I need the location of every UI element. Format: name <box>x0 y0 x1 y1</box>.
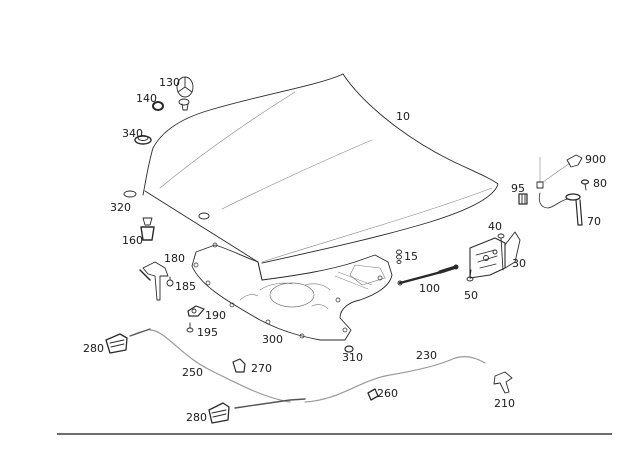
callout-hood[interactable]: 10 <box>396 110 410 123</box>
cable-end <box>129 328 151 337</box>
washer-nozzle-hose-icon[interactable] <box>538 192 583 226</box>
callout-washer-nozzle-hose[interactable]: 70 <box>587 215 601 228</box>
callout-screw[interactable]: 185 <box>175 280 196 293</box>
callout-label-sticker[interactable]: 900 <box>585 153 606 166</box>
footer-divider <box>57 433 612 435</box>
callout-hinge[interactable]: 30 <box>512 257 526 270</box>
star-emblem-icon[interactable] <box>176 76 194 111</box>
callout-star-emblem[interactable]: 130 <box>159 76 180 89</box>
callout-hood-lock-right[interactable]: 280 <box>186 411 207 424</box>
hinge-icon[interactable] <box>469 231 521 279</box>
label-sticker-icon[interactable] <box>566 154 583 168</box>
cable-joint <box>234 398 306 409</box>
seal-ring-icon[interactable] <box>152 101 164 111</box>
callout-gas-strut[interactable]: 100 <box>419 282 440 295</box>
callout-bracket[interactable]: 180 <box>164 252 185 265</box>
callout-rubber-buffer[interactable]: 15 <box>404 250 418 263</box>
callout-clip[interactable]: 80 <box>593 177 607 190</box>
clip-icon[interactable] <box>367 388 379 401</box>
connector-icon[interactable] <box>518 193 528 205</box>
release-lever-icon[interactable] <box>493 371 513 394</box>
sound-insulation-mat[interactable] <box>191 242 393 341</box>
washer-icon[interactable] <box>466 269 474 282</box>
grommet-icon[interactable] <box>134 135 152 145</box>
hinge-bolt-icon[interactable] <box>497 233 505 271</box>
callout-hinge-washer[interactable]: 50 <box>464 289 478 302</box>
callout-clip[interactable]: 260 <box>377 387 398 400</box>
clip-icon[interactable] <box>344 345 354 353</box>
grommet-hole-icon <box>198 212 210 220</box>
clip-icon[interactable] <box>580 179 590 191</box>
hood-lock-right-icon[interactable] <box>208 402 230 424</box>
screw-icon[interactable] <box>166 276 174 287</box>
callout-hinge-bolt[interactable]: 40 <box>488 220 502 233</box>
callout-hood-lock-catch[interactable]: 160 <box>122 234 143 247</box>
cable-clip-icon[interactable] <box>232 358 246 373</box>
screw-icon[interactable] <box>186 322 194 333</box>
callout-sound-insulation[interactable]: 300 <box>262 333 283 346</box>
rubber-buffer-icon[interactable] <box>396 249 402 264</box>
callout-screw[interactable]: 195 <box>197 326 218 339</box>
callout-grommet[interactable]: 340 <box>122 127 143 140</box>
hood-lock-left-icon[interactable] <box>105 333 128 354</box>
release-cable-front[interactable] <box>304 356 486 403</box>
connector-square-icon[interactable] <box>536 181 544 189</box>
callout-release-cable-front[interactable]: 230 <box>416 349 437 362</box>
callout-connector[interactable]: 95 <box>511 182 525 195</box>
callout-cable-clip[interactable]: 270 <box>251 362 272 375</box>
grommet-small-icon[interactable] <box>123 190 137 198</box>
hood-catch-icon[interactable] <box>140 217 155 241</box>
reference-line <box>539 156 571 184</box>
callout-clip[interactable]: 310 <box>342 351 363 364</box>
callout-latch[interactable]: 190 <box>205 309 226 322</box>
bracket-icon[interactable] <box>139 261 169 301</box>
gas-strut-icon[interactable] <box>397 264 459 286</box>
hood-panel[interactable] <box>142 73 499 281</box>
callout-release-lever[interactable]: 210 <box>494 397 515 410</box>
callout-release-cable-rear[interactable]: 250 <box>182 366 203 379</box>
latch-icon[interactable] <box>187 305 205 317</box>
callout-seal-ring[interactable]: 140 <box>136 92 157 105</box>
callout-grommet[interactable]: 320 <box>110 201 131 214</box>
callout-hood-lock-left[interactable]: 280 <box>83 342 104 355</box>
